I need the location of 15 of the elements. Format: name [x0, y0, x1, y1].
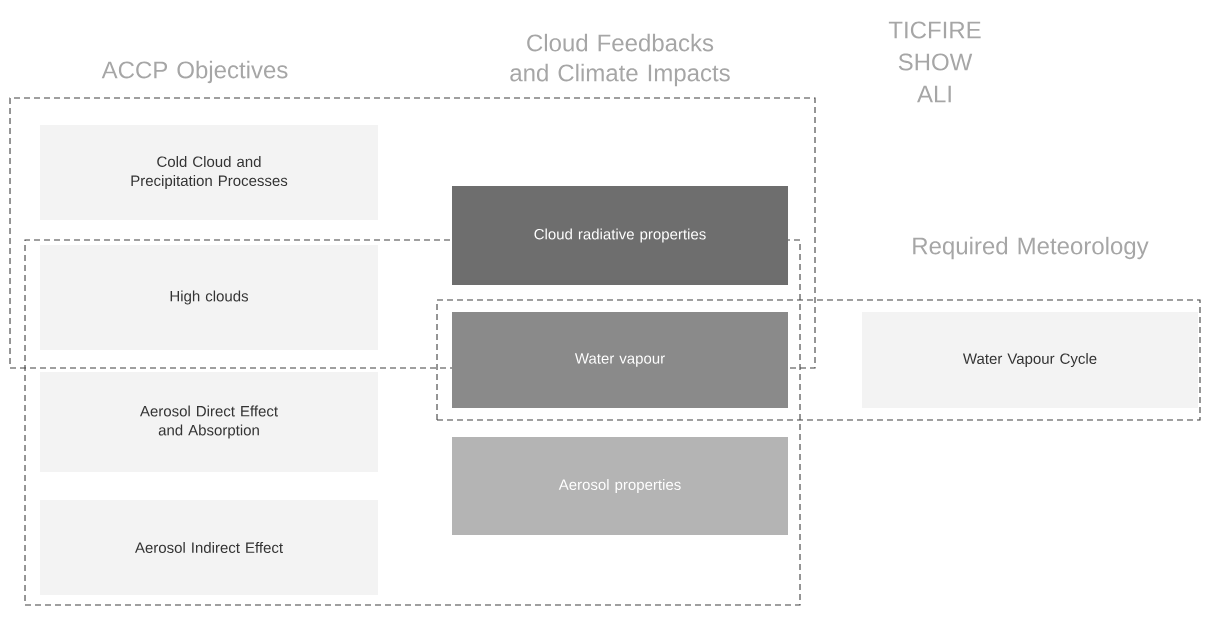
text-box: Water vapour	[452, 312, 788, 408]
heading: SHOW	[898, 53, 973, 71]
text-box: Aerosol Indirect Effect	[40, 500, 378, 595]
text-box: Cloud radiative properties	[452, 186, 788, 285]
heading: Required Meteorology	[913, 236, 1149, 260]
heading: ACCP Objectives	[101, 60, 288, 84]
text-box: Aerosol properties	[452, 437, 788, 535]
heading: ALI	[917, 85, 951, 103]
text-box: Aerosol Direct Effect and Absorption	[40, 372, 378, 472]
text-box: High clouds	[40, 245, 378, 350]
dashed-region	[436, 299, 1201, 421]
heading: Cloud Feedbacks and Climate Impacts	[510, 33, 730, 87]
text-box: Cold Cloud and Precipitation Processes	[40, 125, 378, 220]
text-box: Water Vapour Cycle	[862, 312, 1198, 408]
heading: TICFIRE	[888, 21, 981, 39]
